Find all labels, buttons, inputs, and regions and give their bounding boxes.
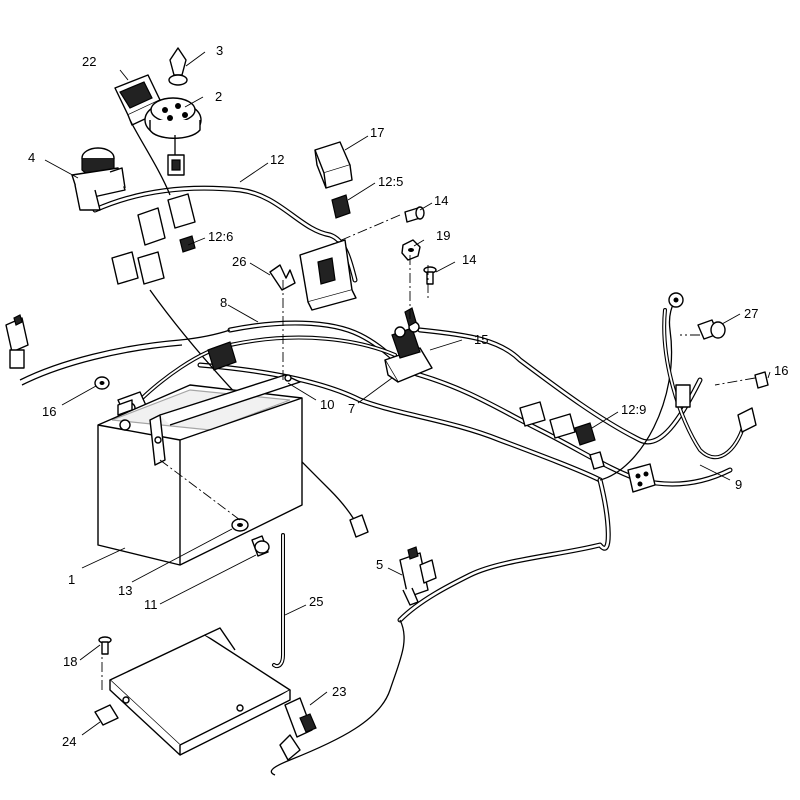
callout-26: 26 — [232, 254, 246, 269]
callout-13: 13 — [118, 583, 132, 598]
callout-15: 15 — [474, 332, 488, 347]
callout-11: 11 — [144, 597, 158, 612]
solenoid-7 — [384, 307, 433, 383]
callout-16-right: 16 — [774, 363, 788, 378]
screw-18 — [98, 636, 112, 655]
callout-labels: 1 2 3 4 5 7 8 9 10 11 12 12:5 12:6 12:9 … — [28, 43, 788, 749]
ignition-switch-2 — [144, 97, 202, 176]
washer-16-left — [94, 376, 110, 390]
hold-down-rod-25 — [272, 533, 285, 669]
key-3 — [168, 47, 188, 86]
callout-27: 27 — [744, 306, 758, 321]
wing-nut-26 — [269, 264, 296, 291]
callout-2: 2 — [215, 89, 222, 104]
callout-8: 8 — [220, 295, 227, 310]
relay-17 — [314, 141, 353, 189]
callout-4: 4 — [28, 150, 35, 165]
pto-switch-4 — [71, 147, 126, 211]
assembly-phantom-lines — [101, 214, 756, 690]
callout-25: 25 — [309, 594, 323, 609]
callout-3: 3 — [216, 43, 223, 58]
callout-9: 9 — [735, 477, 742, 492]
bolt-27 — [697, 319, 726, 340]
fuse-12-5 — [331, 194, 351, 219]
seat-switch-5 — [399, 546, 437, 606]
callout-22: 22 — [82, 54, 96, 69]
screw-14-upper — [404, 206, 425, 223]
callout-1: 1 — [68, 572, 75, 587]
callout-19: 19 — [436, 228, 450, 243]
washer-16-right — [754, 371, 769, 389]
callout-23: 23 — [332, 684, 346, 699]
callout-10: 10 — [320, 397, 334, 412]
callout-12-6: 12:6 — [208, 229, 233, 244]
callout-16-left: 16 — [42, 404, 56, 419]
nut-19 — [401, 239, 421, 261]
battery-1 — [97, 374, 303, 566]
fuse-holder-23 — [279, 697, 317, 761]
callout-24: 24 — [62, 734, 76, 749]
callout-12-9: 12:9 — [621, 402, 646, 417]
callout-14-upper: 14 — [434, 193, 448, 208]
callout-14-lower: 14 — [462, 252, 476, 267]
bolt-11 — [251, 535, 270, 557]
screw-14-lower — [423, 266, 437, 285]
battery-cable-9 — [662, 292, 757, 460]
harness-connectors-left — [111, 193, 196, 285]
left-connector — [5, 314, 29, 369]
callout-5: 5 — [376, 557, 383, 572]
callout-18: 18 — [63, 654, 77, 669]
callout-12: 12 — [270, 152, 284, 167]
callout-7: 7 — [348, 401, 355, 416]
washer-13 — [231, 518, 249, 532]
terminal-lug — [349, 514, 369, 538]
callout-12-5: 12:5 — [378, 174, 403, 189]
callout-17: 17 — [370, 125, 384, 140]
battery-tray-24 — [94, 627, 291, 756]
connectors-12-9 — [519, 401, 656, 493]
leader-lines — [44, 51, 771, 736]
